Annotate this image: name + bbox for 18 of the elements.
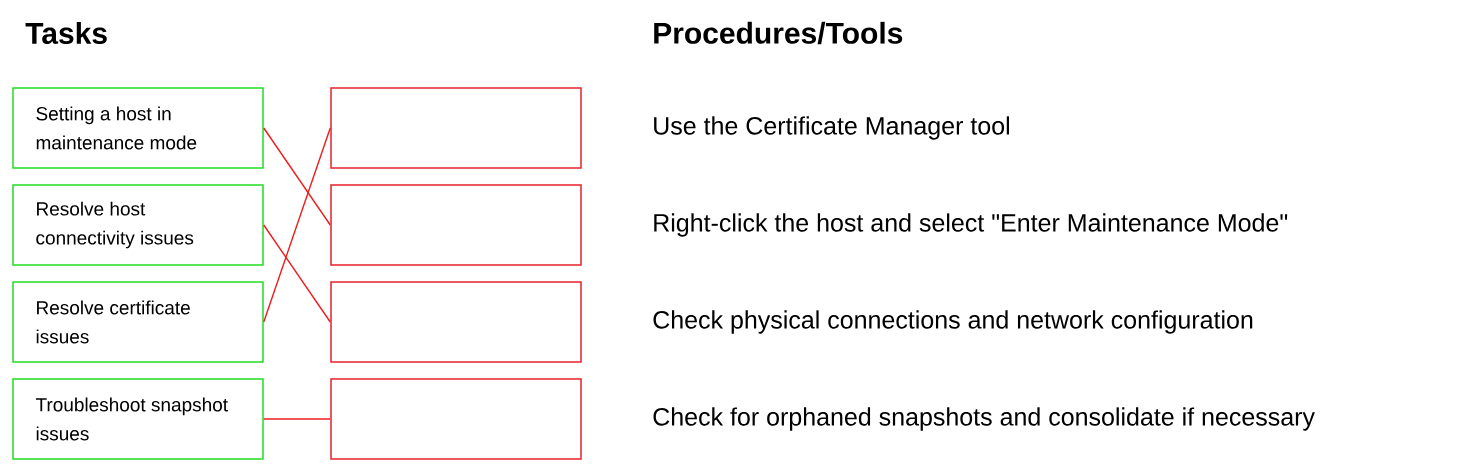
empty-box [330,378,582,460]
connector-line [263,224,331,323]
procedure-text: Right-click the host and select "Enter Maintenance Mode" [654,213,1288,237]
procedure-text: Use the Certificate Manager tool [654,116,1009,140]
procedure-text: Check physical connections and network configuration [653,310,1253,334]
connector-line [263,418,331,420]
connector-line [263,127,331,226]
column-heading: Procedures/Tools [654,21,903,45]
empty-box [330,184,582,266]
task-box: Resolve certificate issues [12,281,264,363]
task-box: Resolve host connectivity issues [12,184,264,266]
task-box: Setting a host in maintenance mode [12,87,264,169]
empty-box [330,87,582,169]
column-heading: Tasks [25,22,107,44]
empty-box [330,281,582,363]
connector-line [263,127,331,323]
task-box: Troubleshoot snapshot issues [12,378,264,460]
procedure-text: Check for orphaned snapshots and consolidate if necessary [653,407,1315,431]
